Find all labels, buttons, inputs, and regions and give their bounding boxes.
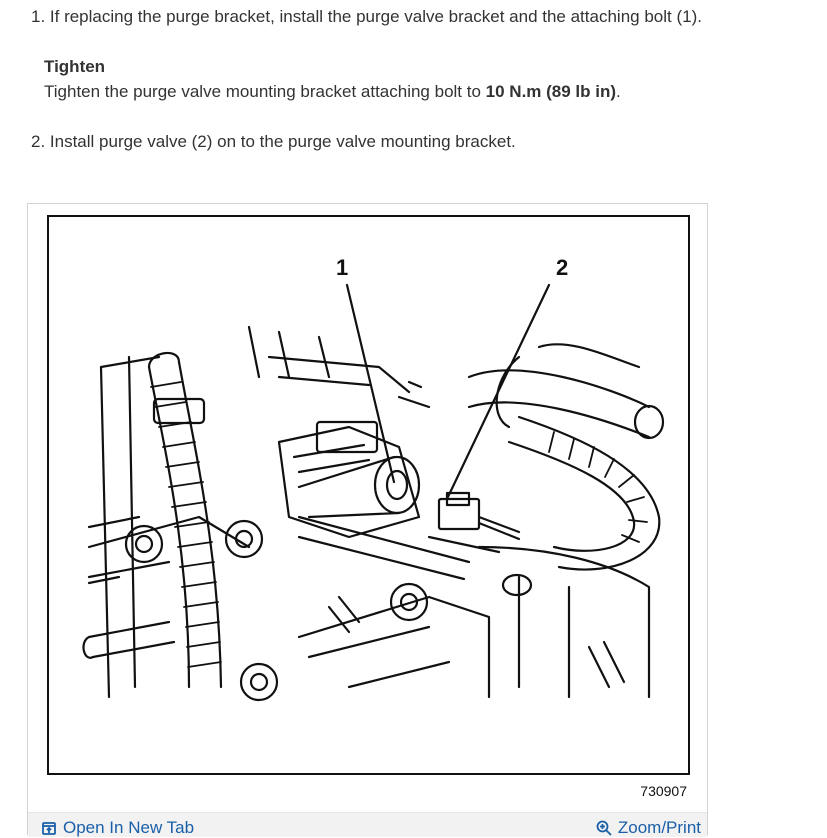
zoom-print-label: Zoom/Print [617,818,701,837]
callout-2-label: 2 [556,255,569,280]
figure-toolbar: Open In New Tab Zoom/Print [28,812,707,837]
torque-spec: 10 N.m (89 lb in) [485,82,617,101]
open-in-new-tab-label: Open In New Tab [63,818,195,837]
purge-valve-illustration [82,283,665,702]
figure-container: 1 2 730907 Open In New Tab Zoom/Print [27,203,708,837]
tighten-body: Tighten the purge valve mounting bracket… [44,81,621,103]
tighten-suffix: . [616,82,621,101]
open-new-tab-icon [42,822,56,835]
zoom-print-link[interactable]: Zoom/Print [596,818,701,838]
open-in-new-tab-link[interactable]: Open In New Tab [41,818,194,838]
step-1-text: 1. If replacing the purge bracket, insta… [31,7,702,26]
magnifier-plus-icon [596,820,612,836]
figure-id: 730907 [640,783,687,799]
step-2-text: 2. Install purge valve (2) on to the pur… [31,132,516,151]
tighten-prefix: Tighten the purge valve mounting bracket… [44,82,486,101]
callout-1-label: 1 [336,255,349,280]
figure-image[interactable]: 1 2 [47,215,690,775]
tighten-spec: Tighten Tighten the purge valve mounting… [44,56,621,101]
tighten-title: Tighten [44,57,106,76]
